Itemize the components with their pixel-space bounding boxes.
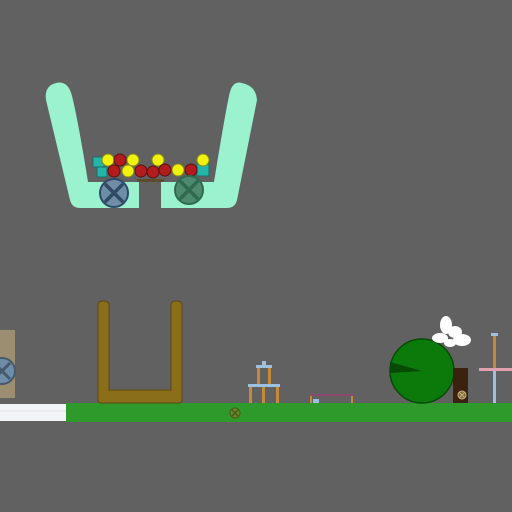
- ground-wheel: [229, 407, 241, 419]
- teal-block: [96, 166, 108, 178]
- yellow-ball: [171, 163, 185, 177]
- left-wheel-icon: [0, 357, 16, 385]
- big-green-ball: [389, 338, 455, 404]
- yellow-ball: [121, 164, 135, 178]
- funnel-wheel-left: [99, 178, 129, 208]
- red-ball: [113, 153, 127, 167]
- ice-slab: [0, 404, 66, 421]
- red-ball: [146, 165, 160, 179]
- low-bench: [310, 394, 354, 403]
- red-ball: [184, 163, 198, 177]
- x-icon: [104, 183, 124, 203]
- yellow-ball: [126, 153, 140, 167]
- smoke-cloud: [432, 316, 471, 347]
- funnel-ledge: [137, 179, 164, 182]
- funnel-right-arm: [161, 82, 257, 208]
- red-ball: [134, 164, 148, 178]
- left-box: [0, 330, 16, 398]
- yellow-ball: [101, 153, 115, 167]
- u-container: [97, 300, 183, 404]
- ground: [66, 403, 512, 422]
- cross-structure: [479, 333, 512, 403]
- x-icon: [179, 180, 199, 200]
- red-ball: [158, 163, 172, 177]
- big-ball-wedge: [390, 362, 422, 373]
- stacked-tables: [248, 361, 280, 403]
- funnel-wheel-right: [174, 175, 204, 205]
- yellow-ball: [196, 153, 210, 167]
- funnel-balls: [92, 153, 210, 179]
- red-ball: [107, 164, 121, 178]
- dark-post: [453, 368, 468, 403]
- funnel-left-arm: [45, 82, 139, 208]
- yellow-ball: [151, 153, 165, 167]
